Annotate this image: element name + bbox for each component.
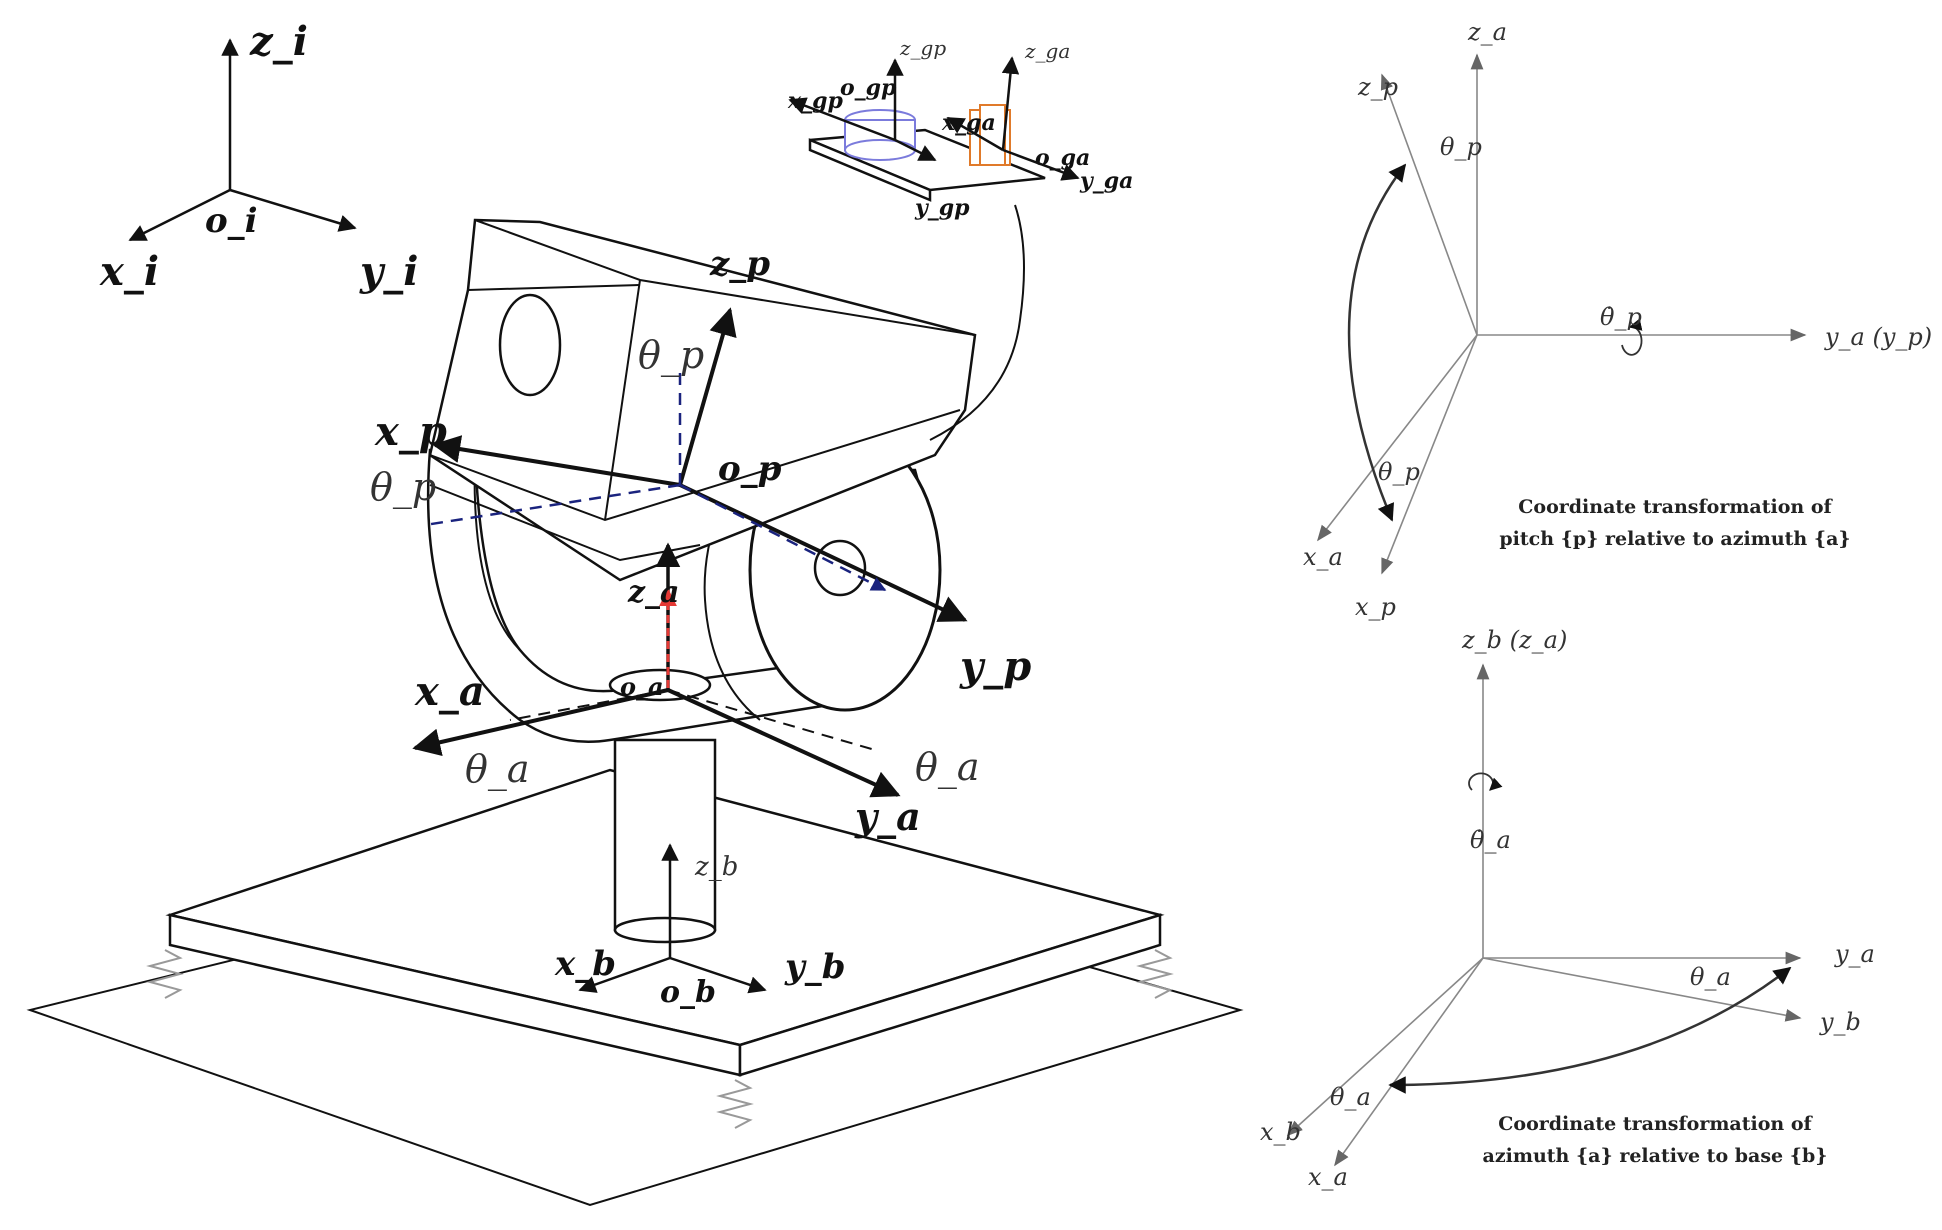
pitch-angle-left: θ_p	[370, 465, 436, 510]
base-x-label: x_b	[554, 944, 616, 984]
pitch-z-label: z_p	[709, 244, 770, 284]
gyro-oga-label: o_ga	[1035, 145, 1090, 171]
azimuth-transform-panel: z_b (z_a) θ̇_a y_a y_b θ_a θ_a x_b x_a C…	[1260, 626, 1875, 1191]
panel1-thetap-lower-label: θ_p	[1378, 458, 1420, 486]
gyro-ygp-label: y_gp	[914, 195, 970, 221]
base-frame: z_b x_b y_b o_b	[554, 843, 846, 1010]
pitch-frame: z_p x_p y_p o_p θ_p θ_p	[370, 244, 1031, 690]
panel1-xa-label: x_a	[1303, 543, 1343, 571]
gyro-yga-label: y_ga	[1079, 168, 1133, 194]
spring-front	[716, 1079, 754, 1129]
base-origin-label: o_b	[660, 975, 716, 1010]
panel1-y-label: y_a (y_p)	[1824, 323, 1932, 351]
panel1-xp-label: x_p	[1355, 593, 1396, 621]
inertial-x-label: x_i	[99, 248, 159, 295]
azimuth-frame: z_a x_a y_a o_a θ_a θ_a	[412, 542, 980, 839]
azimuth-z-label: z_a	[627, 575, 679, 610]
panel2-thetaa-left-label: θ_a	[1330, 1083, 1371, 1111]
panel1-za-label: z_a	[1467, 18, 1507, 46]
base-y-label: y_b	[784, 947, 846, 987]
azimuth-origin-label: o_a	[620, 672, 664, 701]
gyro-zgp-label: z_gp	[899, 36, 946, 60]
base-z-label: z_b	[694, 852, 738, 882]
base-plate-side	[738, 913, 1162, 1077]
gyro-xgp-label: x_gp	[787, 88, 843, 114]
spring-left	[146, 949, 184, 999]
gyro-ogp-label: o_gp	[840, 75, 897, 101]
panel2-thetaa-right-label: θ_a	[1690, 963, 1731, 991]
gyro-zga-label: z_ga	[1024, 39, 1070, 63]
gyro-xga-label: x_ga	[941, 110, 996, 136]
panel2-caption-line2: azimuth {a} relative to base {b}	[1483, 1145, 1828, 1167]
panel2-z-label: z_b (z_a)	[1461, 626, 1567, 654]
panel1-zp-label: z_p	[1357, 73, 1398, 101]
inertial-frame: z_i x_i y_i o_i	[99, 18, 418, 295]
azimuth-angle-left: θ_a	[465, 747, 530, 792]
azimuth-y-label: y_a	[854, 794, 921, 839]
panel2-caption-line1: Coordinate transformation of	[1498, 1113, 1813, 1135]
panel1-thetapdot-label: θ̇_p	[1600, 303, 1642, 331]
panel1-thetap-label: θ_p	[1440, 133, 1482, 161]
gyro-module: z_gp z_ga x_gp o_gp x_ga o_ga y_ga y_gp	[787, 36, 1133, 221]
pitch-x-label: x_p	[374, 408, 447, 455]
spring-right	[1136, 949, 1174, 999]
panel2-ya-label: y_a	[1834, 940, 1875, 968]
panel2-yb-label: y_b	[1819, 1008, 1861, 1036]
inertial-origin-label: o_i	[205, 201, 258, 241]
pedestal	[613, 738, 717, 944]
inertial-y-label: y_i	[359, 248, 418, 295]
panel1-caption-line2: pitch {p} relative to azimuth {a}	[1499, 528, 1850, 550]
pitch-y-label: y_p	[959, 643, 1031, 690]
azimuth-angle-right: θ_a	[915, 745, 980, 790]
panel2-xb-label: x_b	[1260, 1118, 1301, 1146]
pitch-angle-upper: θ_p	[638, 333, 704, 378]
panel2-thetaadot-label: θ̇_a	[1470, 826, 1511, 854]
panel1-caption-line1: Coordinate transformation of	[1518, 496, 1833, 518]
pitch-transform-panel: z_a z_p θ_p θ̇_p y_a (y_p) θ_p x_a x_p C…	[1303, 18, 1932, 621]
pitch-origin-label: o_p	[718, 449, 782, 489]
inertial-z-label: z_i	[249, 18, 308, 65]
panel2-xa-label: x_a	[1308, 1163, 1348, 1191]
azimuth-x-label: x_a	[414, 668, 485, 715]
